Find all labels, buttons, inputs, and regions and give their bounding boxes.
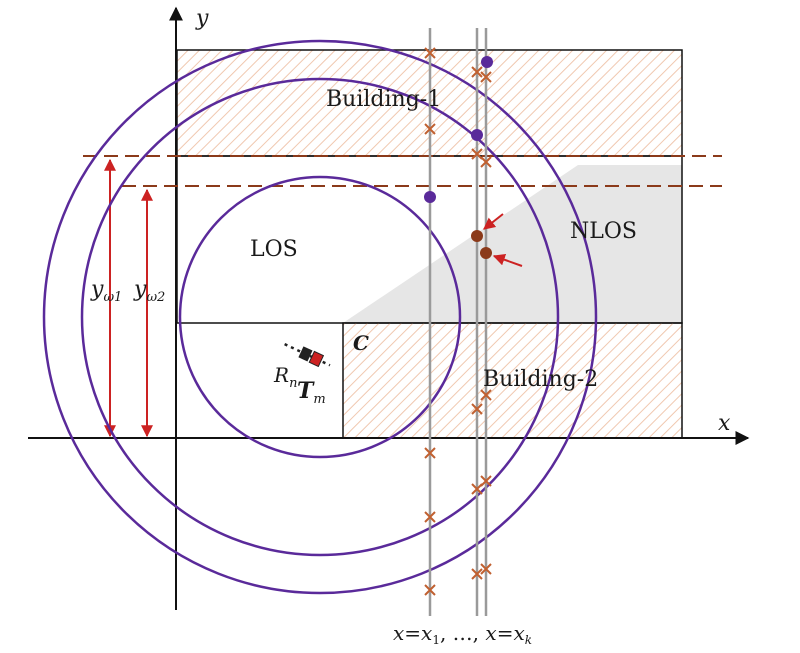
los-points (424, 56, 493, 203)
intersection-crosses (424, 47, 492, 596)
cross-marker (480, 71, 492, 83)
nlos-label: NLOS (570, 219, 637, 244)
nlos-point (471, 230, 483, 242)
x-axis-label: x (718, 411, 731, 436)
cross-marker (471, 148, 483, 160)
cross-marker (424, 447, 436, 459)
range-circle-middle (80, 77, 560, 557)
cross-marker (480, 563, 492, 575)
range-circle-inner (178, 175, 462, 459)
nlos-region (343, 165, 682, 323)
los-point (481, 56, 493, 68)
sensor-vehicle-icon (284, 343, 331, 368)
sensor-label-r: Rn (273, 363, 297, 391)
range-circle-outer (42, 39, 598, 595)
building-1-label: Building-1 (326, 87, 441, 112)
cross-marker (471, 568, 483, 580)
cross-marker (424, 123, 436, 135)
cross-marker (471, 483, 483, 495)
cross-marker (471, 66, 483, 78)
sensor-label-t: Tm (297, 378, 326, 407)
los-point (424, 191, 436, 203)
height-label-y1: yω1 (90, 277, 122, 305)
corner-label: C (353, 331, 369, 355)
nlos-point (480, 247, 492, 259)
range-circles (42, 39, 598, 595)
cross-marker (480, 389, 492, 401)
cross-marker (480, 156, 492, 168)
los-label: LOS (250, 237, 298, 262)
scan-lines-label: x=x1, …, x=xk (393, 621, 532, 647)
height-label-y2: yω2 (133, 277, 165, 305)
building-2-label: Building-2 (483, 367, 598, 392)
nlos-points (471, 213, 523, 267)
nlos-arrow (483, 213, 504, 230)
cross-marker (424, 511, 436, 523)
cross-marker (424, 47, 436, 59)
nlos-arrow (492, 253, 523, 267)
cross-marker (471, 403, 483, 415)
cross-marker (424, 584, 436, 596)
building-2 (342, 322, 683, 439)
y-axis-label: y (195, 6, 209, 31)
cross-marker (480, 475, 492, 487)
los-point (471, 129, 483, 141)
